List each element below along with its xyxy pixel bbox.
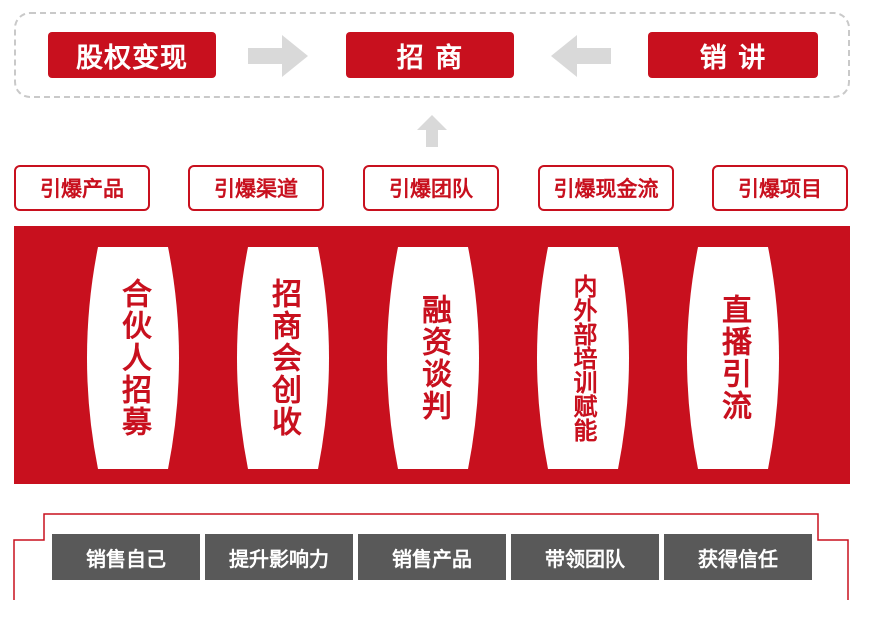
investment-promotion-box: 招 商: [346, 32, 514, 78]
pillar-label: 融资谈判: [416, 294, 451, 422]
outcome-label: 引爆团队: [389, 177, 473, 201]
barrel-shape: [387, 247, 479, 469]
foundation-influence: 提升影响力: [205, 534, 353, 580]
outcome-cashflow: 引爆现金流: [538, 165, 674, 211]
foundation-label: 提升影响力: [229, 546, 329, 571]
top-dashed-frame: [14, 12, 850, 98]
foundation-label: 带领团队: [545, 546, 625, 571]
arrow-right-icon: [248, 35, 308, 77]
foundation-label: 销售自己: [86, 546, 166, 571]
outcome-label: 引爆产品: [40, 177, 124, 201]
pillar-label: 内外部培训赋能: [569, 274, 597, 442]
pillar-label: 招商会创收: [266, 278, 301, 438]
foundation-sell-yourself: 销售自己: [52, 534, 200, 580]
foundation-gain-trust: 获得信任: [664, 534, 812, 580]
pillar-livestream-traffic: 直播引流: [676, 245, 790, 471]
pillar-financing-negotiation: 融资谈判: [376, 245, 490, 471]
equity-cashout-box: 股权变现: [48, 32, 216, 78]
arrow-left-icon: [551, 35, 611, 77]
outcome-label: 引爆渠道: [214, 177, 298, 201]
pillar-label: 直播引流: [716, 294, 751, 422]
outcome-project: 引爆项目: [712, 165, 848, 211]
barrel-shape: [87, 247, 179, 469]
foundation-label: 销售产品: [392, 546, 472, 571]
sales-speech-box: 销 讲: [648, 32, 818, 78]
sales-speech-label: 销 讲: [699, 42, 767, 74]
pillar-promotion-meeting: 招商会创收: [226, 245, 340, 471]
outcome-team: 引爆团队: [363, 165, 499, 211]
barrel-shape: [687, 247, 779, 469]
barrel-shape: [537, 247, 629, 469]
outcome-label: 引爆现金流: [553, 177, 659, 201]
outcome-label: 引爆项目: [738, 177, 822, 201]
pillar-training-empowerment: 内外部培训赋能: [526, 245, 640, 471]
outcome-channel: 引爆渠道: [188, 165, 324, 211]
pillar-partner-recruitment: 合伙人招募: [76, 245, 190, 471]
foundation-label: 获得信任: [698, 546, 778, 571]
arrow-up-icon: [417, 115, 447, 147]
foundation-lead-team: 带领团队: [511, 534, 659, 580]
barrel-shape: [237, 247, 329, 469]
pillar-label: 合伙人招募: [116, 278, 151, 438]
foundation-sell-product: 销售产品: [358, 534, 506, 580]
equity-cashout-label: 股权变现: [76, 42, 188, 74]
outcome-product: 引爆产品: [14, 165, 150, 211]
investment-promotion-label: 招 商: [396, 42, 464, 74]
